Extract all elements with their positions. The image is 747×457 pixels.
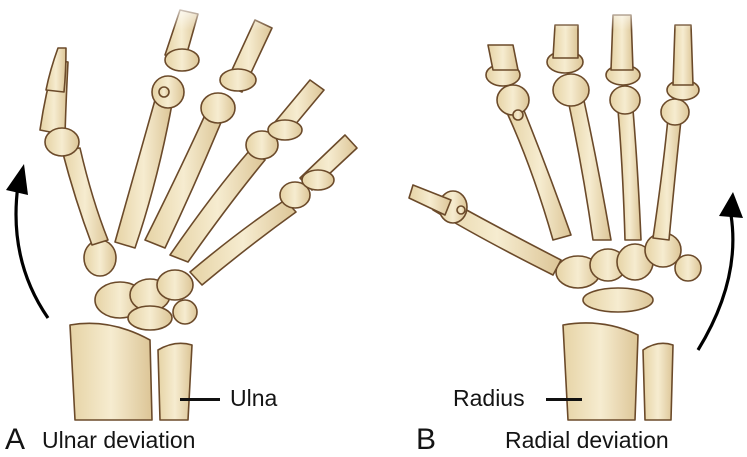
radial-deviation-arrow-icon <box>696 192 743 351</box>
panel-letter-a: A <box>5 423 26 456</box>
caption-ulnar-deviation: Ulnar deviation <box>42 427 196 453</box>
ulnar-deviation-arrow-icon <box>6 164 50 319</box>
ulna-leader-line <box>180 398 220 401</box>
hand-skeleton-ulnar-illustration <box>0 0 373 421</box>
panel-radial-deviation: Radius B Radial deviation <box>373 0 747 456</box>
panel-ulnar-deviation: Ulna A Ulnar deviation <box>0 0 373 456</box>
radius-leader-line <box>546 398 582 401</box>
radius-label: Radius <box>453 385 525 411</box>
caption-radial-deviation: Radial deviation <box>505 427 669 453</box>
ulna-label: Ulna <box>230 385 278 411</box>
hand-skeleton-radial-illustration <box>373 0 747 421</box>
panel-letter-b: B <box>416 423 437 456</box>
